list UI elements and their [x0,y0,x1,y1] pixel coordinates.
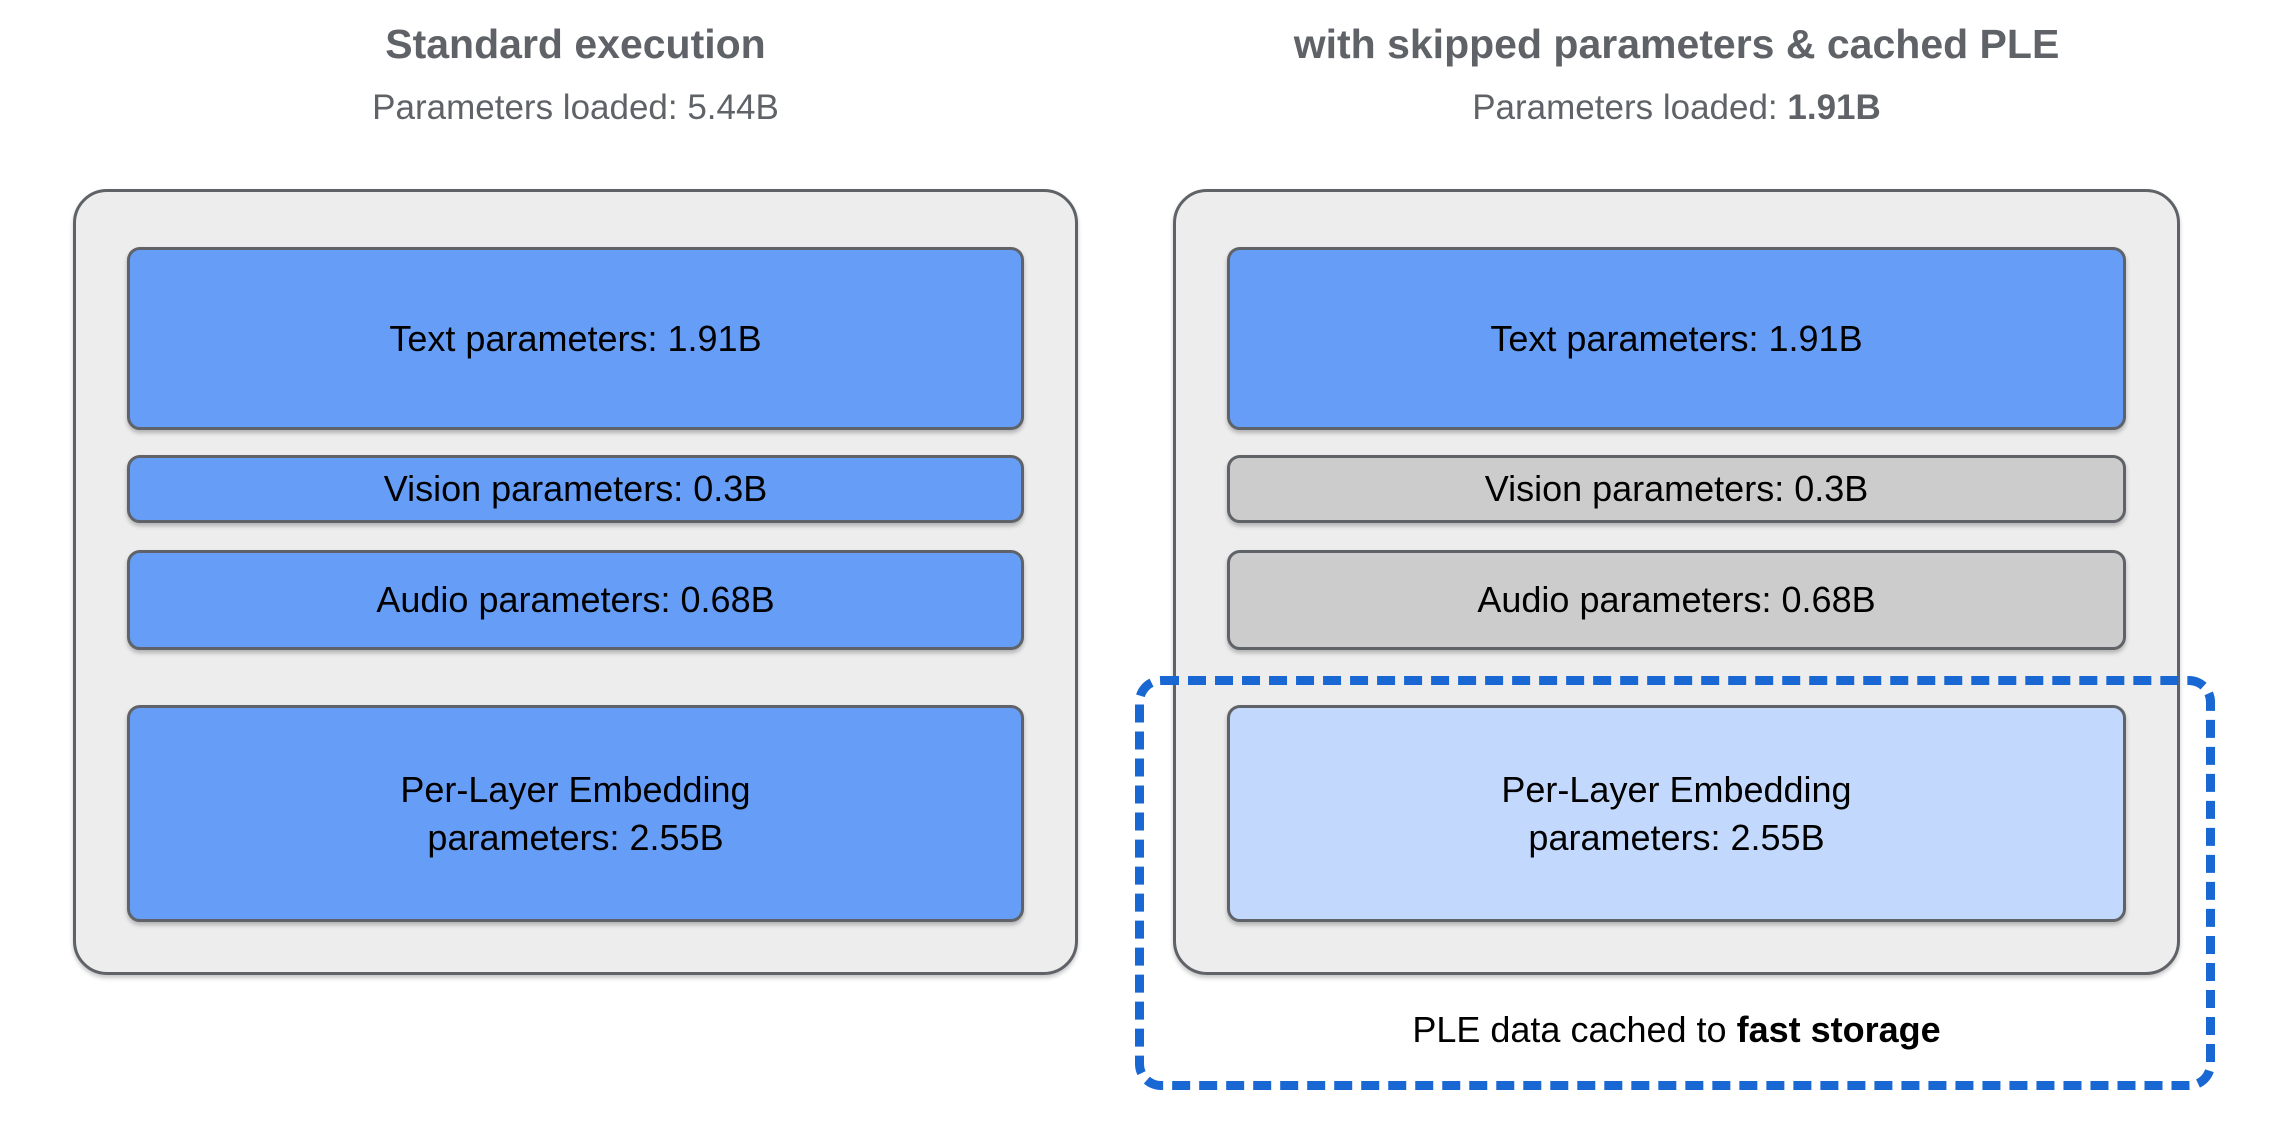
right-text-parameters-label: Text parameters: 1.91B [1490,317,1863,359]
right-subtitle-prefix: Parameters loaded: [1472,88,1788,128]
left-ple-parameters-label-line2: parameters: 2.55B [427,816,724,858]
ple-cache-caption: PLE data cached to fast storage [1173,1008,2180,1051]
right-vision-parameters-label: Vision parameters: 0.3B [1484,468,1869,510]
right-audio-parameters-label: Audio parameters: 0.68B [1477,579,1876,621]
left-text-parameters-box[interactable]: Text parameters: 1.91B [127,247,1024,430]
right-column-header: with skipped parameters & cached PLE Par… [1173,21,2180,128]
left-subtitle-prefix: Parameters loaded: [372,88,688,128]
right-column-title: with skipped parameters & cached PLE [1293,21,2060,67]
left-vision-parameters-label: Vision parameters: 0.3B [383,468,768,510]
ple-cache-highlight-outline [1135,676,2215,1090]
left-column-header: Standard execution Parameters loaded: 5.… [73,21,1078,128]
left-audio-parameters-box[interactable]: Audio parameters: 0.68B [127,550,1024,650]
right-ple-parameters-label-line1: Per-Layer Embedding [1501,768,1852,810]
left-column-subtitle: Parameters loaded: 5.44B [73,88,1078,128]
right-subtitle-value: 1.91B [1787,88,1881,128]
left-audio-parameters-label: Audio parameters: 0.68B [376,579,775,621]
right-text-parameters-box[interactable]: Text parameters: 1.91B [1227,247,2126,430]
right-ple-parameters-label-line2: parameters: 2.55B [1528,816,1825,858]
left-text-parameters-label: Text parameters: 1.91B [389,317,762,359]
left-vision-parameters-box[interactable]: Vision parameters: 0.3B [127,455,1024,523]
right-audio-parameters-box[interactable]: Audio parameters: 0.68B [1227,550,2126,650]
right-vision-parameters-box[interactable]: Vision parameters: 0.3B [1227,455,2126,523]
ple-cache-caption-prefix: PLE data cached to [1412,1009,1737,1050]
ple-cache-caption-emphasis: fast storage [1736,1009,1941,1050]
left-ple-parameters-box[interactable]: Per-Layer Embedding parameters: 2.55B [127,705,1024,922]
right-ple-parameters-box[interactable]: Per-Layer Embedding parameters: 2.55B [1227,705,2126,922]
left-column-title: Standard execution [385,21,766,67]
left-ple-parameters-label-line1: Per-Layer Embedding [400,768,751,810]
right-column-subtitle: Parameters loaded: 1.91B [1173,88,2180,128]
left-subtitle-value: 5.44B [687,88,779,128]
